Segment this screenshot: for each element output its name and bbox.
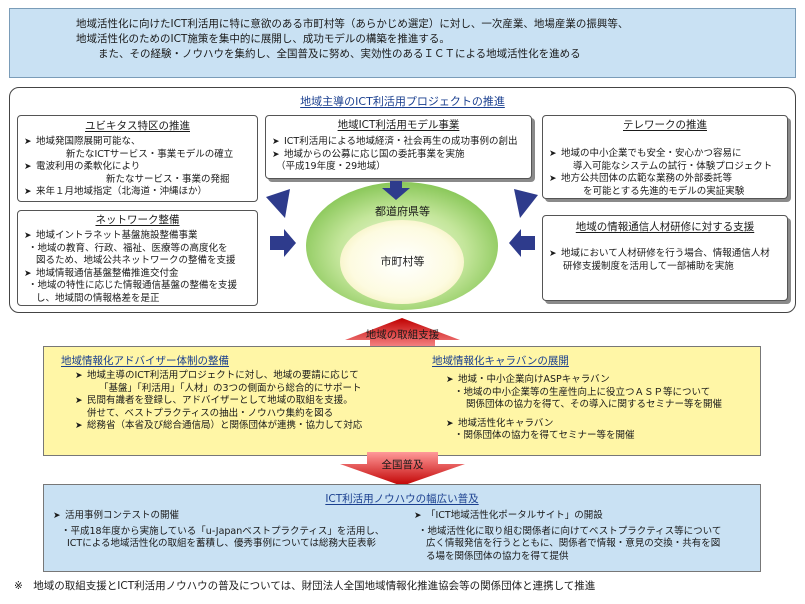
- prefecture-label: 都道府県等: [375, 205, 430, 218]
- list-item: ➤地域情報通信基盤整備推進交付金: [24, 267, 179, 279]
- arrow-bullet-icon: ➤: [549, 174, 557, 184]
- summary-box: 地域活性化に向けたICT利活用に特に意欲のある市町村等（あらかじめ選定）に対し、…: [9, 8, 796, 78]
- list-item: ・関係団体の協力を得てセミナー等を開催: [454, 430, 635, 441]
- list-item: ・地域の特性に応じた情報通信基盤の整備を支援: [28, 280, 238, 291]
- arrow-bullet-icon: ➤: [24, 187, 32, 197]
- summary-line-3: また、その経験・ノウハウを集約し、全国普及に努め、実効性のあるＩＣＴによる地域活…: [98, 48, 581, 60]
- list-item: ➤活用事例コンテストの開催: [53, 510, 180, 521]
- support-section: [43, 346, 761, 456]
- project-title: 地域主導のICT利活用プロジェクトの推進: [300, 95, 505, 108]
- ubiquitous-box: ユビキタス特区の推進 ➤地域発国際展開可能な、 新たなICTサービス・事業モデル…: [17, 115, 258, 202]
- list-item: 広く情報発信を行うとともに、関係者で情報・意見の交換・共有を図: [426, 538, 721, 549]
- list-item: ➤「ICT地域活性化ポータルサイト」の開設: [414, 510, 603, 521]
- arrow-from-telework-icon: [514, 189, 538, 218]
- arrow-bullet-icon: ➤: [272, 149, 280, 160]
- list-item: ➤民間有識者を登録し、アドバイザーとして地域の取組を支援。: [75, 395, 353, 406]
- list-item: ➤地域において人材研修を行う場合、情報通信人材: [549, 248, 770, 259]
- arrow-from-model-icon: [382, 181, 410, 200]
- model-box: 地域ICT利活用モデル事業 ➤ICT利活用による地域経済・社会再生の成功事例の創…: [265, 115, 532, 179]
- arrow-bullet-icon: ➤: [414, 511, 422, 521]
- hr-title: 地域の情報通信人材研修に対する支援: [575, 221, 755, 233]
- list-item: ➤地方公共団体の広範な業務の外部委託等: [549, 173, 733, 184]
- ubiquitous-title: ユビキタス特区の推進: [85, 120, 190, 132]
- model-title: 地域ICT利活用モデル事業: [337, 119, 460, 131]
- list-item: ・地域の中小企業等の生産性向上に役立つＡＳＰ等について: [454, 386, 711, 398]
- arrow-bullet-icon: ➤: [24, 268, 32, 279]
- network-box: ネットワーク整備 ➤地域イントラネット基盤施設整備事業 ・地域の教育、行政、福祉…: [17, 210, 258, 306]
- arrow-bullet-icon: ➤: [446, 418, 454, 429]
- list-item: ➤電波利用の柔軟化により: [24, 161, 141, 172]
- knowhow-left-list: ➤活用事例コンテストの開催 ・平成18年度から実施している「u-Japanベスト…: [53, 510, 384, 551]
- network-title: ネットワーク整備: [95, 214, 180, 226]
- arrow-bullet-icon: ➤: [75, 371, 83, 381]
- list-item: 新たなサービス・事業の発掘: [106, 173, 230, 185]
- advisor-list: ➤地域主導のICT利活用プロジェクトに対し、地域の要請に応じて 「基盤」「利活用…: [75, 370, 362, 433]
- spread-arrow: [340, 452, 465, 486]
- municipality-label: 市町村等: [380, 255, 425, 268]
- list-item: ➤地域活性化キャラバン: [446, 417, 554, 429]
- municipality-ellipse: [340, 220, 464, 304]
- list-item: ➤地域からの公募に応じ国の委託事業を実施: [272, 148, 465, 160]
- arrow-bullet-icon: ➤: [75, 396, 83, 406]
- knowhow-title: ICT利活用ノウハウの幅広い普及: [325, 493, 479, 505]
- list-item: ➤来年１月地域指定（北海道・沖縄ほか）: [24, 186, 208, 197]
- list-item: し、地域間の情報格差を是正: [36, 292, 160, 304]
- arrow-from-ubiquitous-icon: [266, 189, 290, 218]
- list-item: ➤地域主導のICT利活用プロジェクトに対し、地域の要請に応じて: [75, 370, 359, 381]
- knowhow-section: [43, 484, 761, 572]
- advisor-title: 地域情報化アドバイザー体制の整備: [61, 355, 229, 367]
- knowhow-right-list: ➤「ICT地域活性化ポータルサイト」の開設 ・地域活性化に取り組む関係者に向けて…: [414, 510, 721, 563]
- list-item: ➤総務省（本省及び総合通信局）と関係団体が連携・協力して対応: [75, 420, 363, 431]
- list-item: ➤地域イントラネット基盤施設整備事業: [24, 230, 198, 241]
- list-item: 導入可能なシステムの試行・体験プロジェクト: [573, 160, 773, 172]
- spread-label: 全国普及: [381, 459, 424, 471]
- telework-title: テレワークの推進: [623, 119, 707, 131]
- list-item: 新たなICTサービス・事業モデルの確立: [66, 148, 234, 160]
- list-item: ・地域の教育、行政、福祉、医療等の高度化を: [28, 242, 228, 254]
- list-item: ・平成18年度から実施している「u-Japanベストプラクティス」を活用し、: [61, 525, 385, 537]
- footnote: ※ 地域の取組支援とICT利活用ノウハウの普及については、財団法人全国地域情報化…: [14, 580, 596, 592]
- caravan-title: 地域情報化キャラバンの展開: [432, 355, 569, 367]
- support-arrow: [345, 318, 460, 352]
- list-item: 研修支援制度を活用して一部補助を実施: [563, 260, 734, 272]
- arrow-bullet-icon: ➤: [272, 137, 280, 147]
- arrow-bullet-icon: ➤: [24, 137, 32, 147]
- list-item: を可能とする先進的モデルの実証実験: [583, 185, 745, 197]
- support-label: 地域の取組支援: [365, 329, 440, 341]
- arrow-bullet-icon: ➤: [446, 375, 454, 385]
- telework-box: テレワークの推進 ➤地域の中小企業でも安全・安心かつ容易に 導入可能なシステムの…: [542, 115, 788, 199]
- list-item: ・地域活性化に取り組む関係者に向けてベストプラクティス等について: [418, 525, 722, 537]
- arrow-from-network-icon: [270, 229, 296, 257]
- arrow-bullet-icon: ➤: [24, 162, 32, 172]
- list-item: （平成19年度・29地域）: [276, 161, 386, 172]
- list-item: ICTによる地域活性化の取組を蓄積し、優秀事例については総務大臣表彰: [67, 538, 376, 549]
- hr-box: 地域の情報通信人材研修に対する支援 ➤地域において人材研修を行う場合、情報通信人…: [542, 215, 788, 301]
- list-item: ➤地域の中小企業でも安全・安心かつ容易に: [549, 148, 742, 159]
- summary-line-2: 地域活性化のためのICT施策を集中的に展開し、成功モデルの構築を推進する。: [76, 33, 450, 45]
- summary-line-1: 地域活性化に向けたICT利活用に特に意欲のある市町村等（あらかじめ選定）に対し、…: [76, 18, 629, 30]
- list-item: 図るため、地域公共ネットワークの整備を支援: [36, 255, 236, 266]
- caravan-list: ➤地域・中小企業向けASPキャラバン ・地域の中小企業等の生産性向上に役立つＡＳ…: [446, 374, 722, 443]
- center-diagram: [306, 182, 498, 310]
- list-item: ➤ICT利活用による地域経済・社会再生の成功事例の創出: [272, 136, 518, 147]
- list-item: る場を関係団体の協力を得て提供: [426, 550, 569, 562]
- list-item: ➤地域・中小企業向けASPキャラバン: [446, 374, 610, 385]
- arrow-bullet-icon: ➤: [53, 511, 61, 521]
- arrow-from-hr-icon: [509, 229, 535, 257]
- arrow-bullet-icon: ➤: [75, 421, 83, 431]
- list-item: 「基盤」「利活用」「人材」の3つの側面から総合的にサポート: [99, 382, 362, 394]
- list-item: 関係団体の協力を得て、その導入に関するセミナー等を開催: [466, 399, 723, 410]
- list-item: 併せて、ベストプラクティスの抽出・ノウハウ集約を図る: [87, 407, 334, 419]
- arrow-bullet-icon: ➤: [549, 149, 557, 159]
- arrow-bullet-icon: ➤: [549, 249, 557, 259]
- list-item: ➤地域発国際展開可能な、: [24, 136, 141, 147]
- arrow-bullet-icon: ➤: [24, 231, 32, 241]
